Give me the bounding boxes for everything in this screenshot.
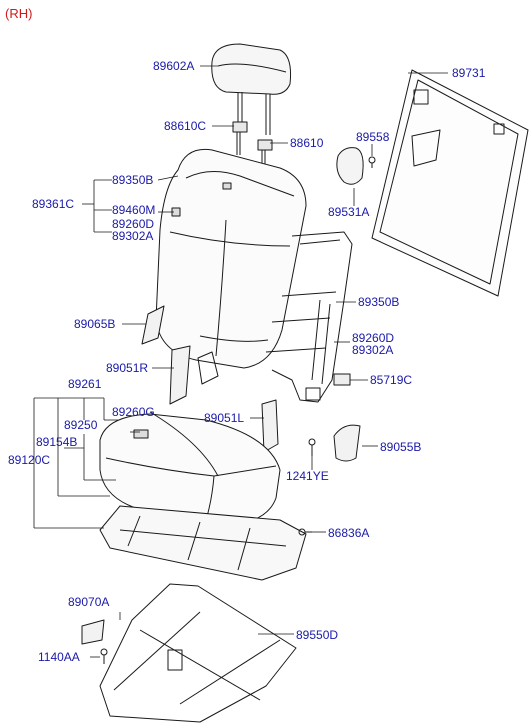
leader-lines <box>33 65 448 658</box>
callout-1241YE: 1241YE <box>286 469 329 483</box>
screw <box>298 528 312 536</box>
seat-track <box>99 583 297 723</box>
bolt <box>308 438 316 456</box>
callout-89361C: 89361C <box>32 197 75 211</box>
callout-89051R: 89051R <box>106 361 149 375</box>
headrest-drawing <box>211 43 291 135</box>
callout-89120C: 89120C <box>8 453 51 467</box>
callout-89261: 89261 <box>68 377 102 391</box>
callout-89460M: 89460M <box>112 203 156 217</box>
callout-89154B: 89154B <box>36 435 78 449</box>
trim-cover <box>336 147 364 185</box>
callout-85719C: 85719C <box>370 373 413 387</box>
callout-89250: 89250 <box>64 418 98 432</box>
bracket <box>197 351 219 385</box>
back-panel <box>371 69 529 297</box>
callout-89350B-mid: 89350B <box>358 295 400 309</box>
callout-88610C: 88610C <box>164 119 207 133</box>
side-cover-right <box>169 345 191 405</box>
callout-89051L: 89051L <box>204 411 245 425</box>
callout-89558: 89558 <box>356 130 390 144</box>
callout-89550D: 89550D <box>296 628 339 642</box>
headrest-guide-lock <box>232 121 248 155</box>
recliner-knob <box>333 373 351 386</box>
callout-88610: 88610 <box>290 136 324 150</box>
seat-cushion-frame <box>99 505 307 581</box>
callout-89070A: 89070A <box>68 595 110 609</box>
callout-89531A: 89531A <box>328 205 370 219</box>
callout-89065B: 89065B <box>74 317 116 331</box>
hinge-cover-left <box>141 305 165 345</box>
side-cover-left <box>261 399 279 453</box>
bracket-cover <box>81 619 105 645</box>
clip <box>368 156 376 168</box>
callout-89731: 89731 <box>452 66 486 80</box>
callout-89350B-top: 89350B <box>112 173 154 187</box>
callout-89302A-mid: 89302A <box>352 343 394 357</box>
callout-89602A: 89602A <box>153 59 195 73</box>
mounting-bolt <box>100 648 108 664</box>
callout-89260D-mid: 89260D <box>352 331 395 345</box>
callout-89055B: 89055B <box>380 440 422 454</box>
seat-back-drawing <box>155 148 307 369</box>
seat-back-frame <box>265 231 353 403</box>
callout-86836A: 86836A <box>328 526 370 540</box>
callout-89260G: 89260G <box>112 405 155 419</box>
callout-89260D-top: 89260D <box>112 217 155 231</box>
striker-cover <box>333 424 361 462</box>
seat-cushion-drawing <box>99 411 281 525</box>
callout-89302A-top: 89302A <box>112 229 154 243</box>
side-label: (RH) <box>5 6 33 21</box>
callout-1140AA: 1140AA <box>38 650 80 664</box>
